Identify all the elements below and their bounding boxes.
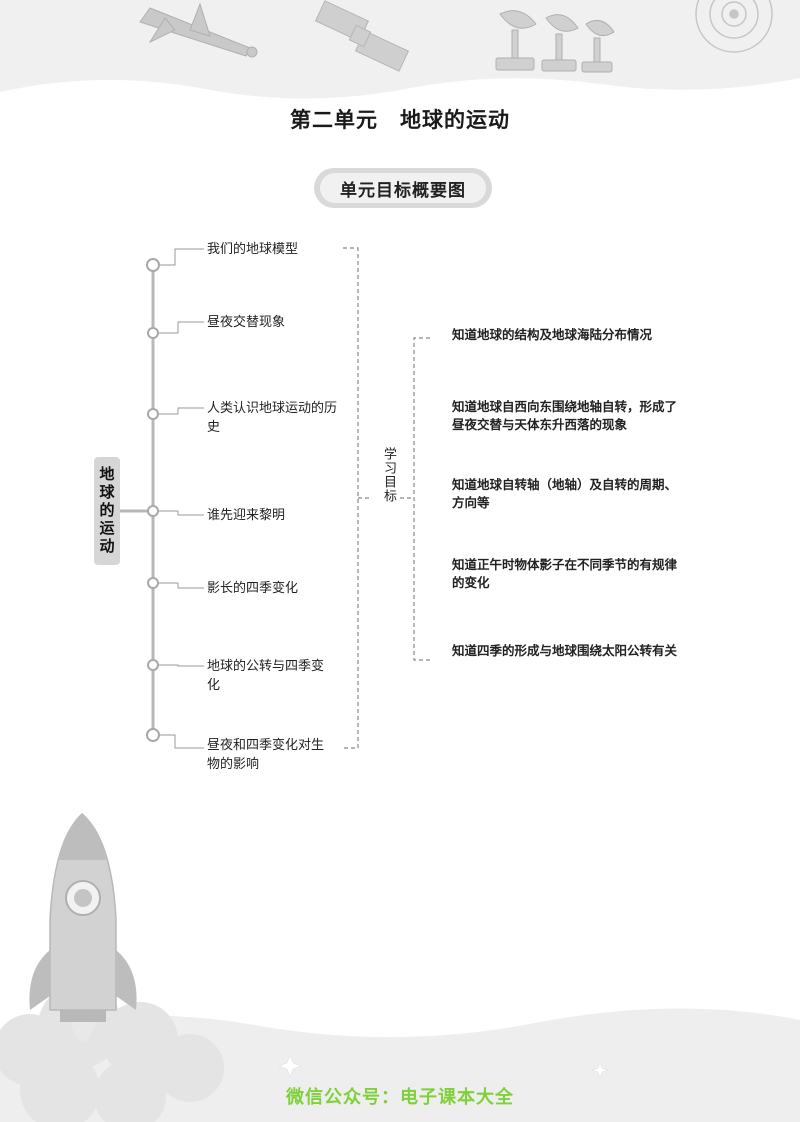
goal-item: 知道四季的形成与地球围绕太阳公转有关	[452, 643, 678, 658]
goal-item: 知道地球自转轴（地轴）及自转的周期、方向等	[452, 477, 678, 510]
rocket-icon	[29, 812, 137, 1042]
topic-item: 谁先迎来黎明	[207, 508, 286, 523]
satellite-icon	[314, 0, 410, 72]
topic-item: 昼夜交替现象	[207, 315, 286, 330]
topic-item: 地球的公转与四季变化	[207, 659, 325, 693]
goal-item: 知道地球自西向东围绕地轴自转，形成了昼夜交替与天体东升西落的现象	[452, 399, 678, 432]
radar-dish-icon	[495, 10, 615, 73]
topic-item: 昼夜和四季变化对生物的影响	[207, 738, 325, 772]
orbit-rings-icon	[695, 0, 773, 53]
topic-item: 影长的四季变化	[207, 581, 299, 596]
header-space-illustration	[0, 0, 800, 99]
goal-item: 知道正午时物体影子在不同季节的有规律的变化	[452, 557, 678, 590]
section-banner: 单元目标概要图	[314, 168, 492, 208]
mindmap-connectors	[120, 247, 430, 749]
topic-item: 人类认识地球运动的历史	[207, 401, 338, 435]
topic-item: 我们的地球模型	[207, 242, 299, 257]
sparkle-icon	[278, 1054, 609, 1079]
mindmap-root: 地球的运动	[94, 457, 120, 565]
footer-rocket-illustration	[0, 812, 800, 1122]
footer-wechat-text: 微信公众号：电子课本大全	[286, 1087, 514, 1108]
page-title: 第二单元 地球的运动	[290, 107, 510, 132]
goal-label: 学习目标	[381, 447, 396, 503]
goal-item: 知道地球的结构及地球海陆分布情况	[452, 327, 653, 342]
space-shuttle-icon	[139, 2, 258, 58]
section-title: 单元目标概要图	[320, 173, 486, 203]
